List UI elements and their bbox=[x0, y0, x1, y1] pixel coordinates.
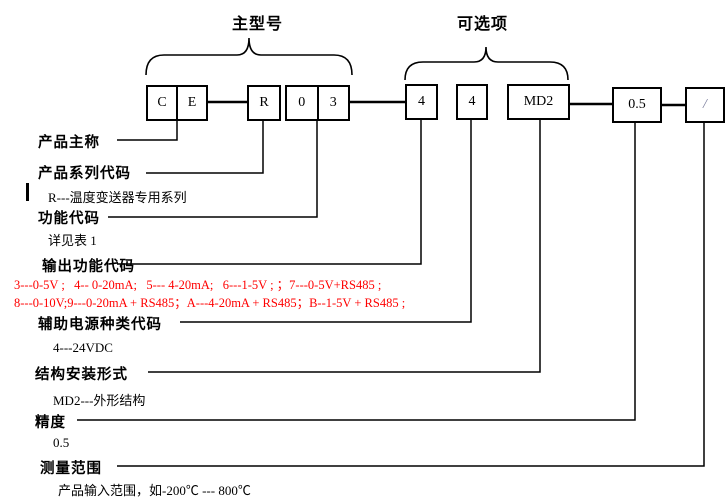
leader-measure-range bbox=[117, 122, 705, 467]
leader-accuracy bbox=[77, 122, 636, 421]
field-note-structure-type: MD2---外形结构 bbox=[53, 393, 146, 408]
field-note-series-code: R---温度变送器专用系列 bbox=[48, 190, 187, 205]
field-note-output-code-line2: 8---0-10V;9---0-20mA + RS485；A---4-20mA … bbox=[14, 296, 406, 310]
code-cell-r: R bbox=[259, 95, 269, 110]
field-label-measure-range: 测量范围 bbox=[40, 461, 102, 477]
field-note-aux-power-code: 4---24VDC bbox=[53, 340, 113, 355]
leader-structure-type bbox=[148, 120, 541, 373]
main-model-group-label: 主型号 bbox=[232, 16, 284, 33]
code-cell-c: C bbox=[157, 95, 167, 110]
field-label-aux-power-code: 辅助电源种类代码 bbox=[38, 317, 162, 333]
leader-product-name bbox=[117, 121, 178, 141]
field-label-structure-type: 结构安装形式 bbox=[35, 367, 128, 383]
field-note-accuracy: 0.5 bbox=[53, 435, 70, 450]
code-cell-power-4: 4 bbox=[468, 94, 476, 109]
code-cell-output-4: 4 bbox=[418, 94, 425, 109]
field-note-measure-range: 产品输入范围，如-200℃ --- 800℃ bbox=[58, 483, 251, 498]
field-label-product-name: 产品主称 bbox=[38, 135, 100, 151]
optional-brace bbox=[404, 46, 569, 81]
field-note-function-code: 详见表 1 bbox=[48, 233, 97, 248]
code-cell-3: 3 bbox=[316, 87, 349, 119]
leader-series-code bbox=[146, 121, 264, 174]
optional-group-label: 可选项 bbox=[457, 16, 509, 33]
code-box-md2: MD2 bbox=[507, 84, 570, 120]
field-label-function-code: 功能代码 bbox=[38, 211, 100, 227]
main-model-brace bbox=[145, 37, 353, 76]
field-note-output-code-line1: 3---0-5V ; 4-- 0-20mA; 5--- 4-20mA; 6---… bbox=[14, 278, 382, 292]
code-box-range: / bbox=[685, 87, 725, 123]
code-cell-e: E bbox=[176, 87, 206, 119]
caret-bar bbox=[26, 183, 29, 201]
code-box-ce: C E bbox=[146, 85, 208, 121]
code-box-03: 0 3 bbox=[285, 85, 350, 121]
code-cell-0: 0 bbox=[298, 95, 306, 110]
leader-function-code bbox=[108, 121, 318, 218]
code-box-output-4: 4 bbox=[405, 84, 438, 120]
code-cell-md2: MD2 bbox=[523, 94, 554, 109]
code-box-power-4: 4 bbox=[456, 84, 488, 120]
field-label-accuracy: 精度 bbox=[35, 415, 66, 431]
field-label-series-code: 产品系列代码 bbox=[38, 166, 131, 182]
code-cell-accuracy: 0.5 bbox=[628, 97, 646, 112]
leader-aux-power-code bbox=[180, 120, 472, 323]
code-cell-slash: / bbox=[703, 97, 707, 112]
leader-output-code bbox=[117, 120, 422, 265]
field-label-output-code: 输出功能代码 bbox=[42, 259, 135, 275]
code-box-accuracy: 0.5 bbox=[612, 87, 662, 123]
code-box-r: R bbox=[247, 85, 281, 121]
